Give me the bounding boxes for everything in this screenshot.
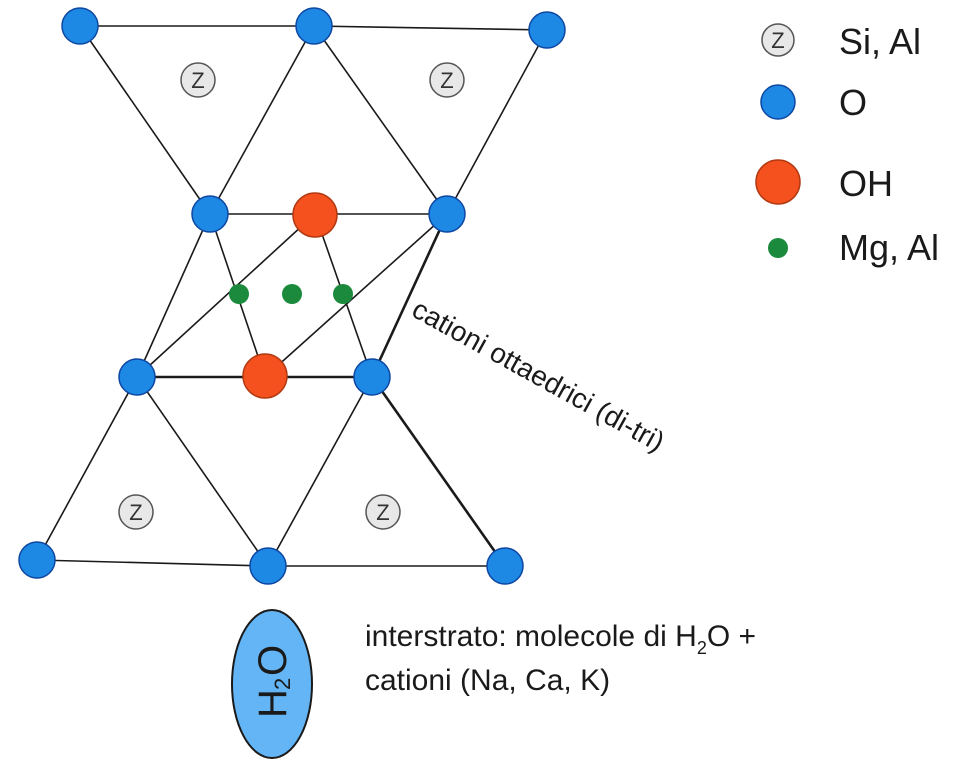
z-atom: Z: [429, 62, 465, 98]
mg-atom: [229, 284, 249, 304]
lower-tetrahedral-edges: [36, 376, 507, 567]
svg-text:Z: Z: [440, 68, 453, 93]
svg-text:Z: Z: [129, 500, 142, 525]
o-atom: [61, 7, 99, 45]
o-atom: [428, 195, 466, 233]
tetrahedral-cations: Z Z Z Z: [118, 62, 465, 530]
z-atom: Z: [180, 62, 216, 98]
mg-atom: [333, 284, 353, 304]
svg-text:O: O: [251, 645, 295, 676]
oxygen-atoms: [18, 7, 566, 585]
svg-text:interstrato: molecole di H2O +: interstrato: molecole di H2O +: [365, 620, 756, 658]
upper-tetrahedral-edges: [79, 25, 548, 215]
o-atom: [249, 547, 287, 585]
o-atom: [486, 547, 524, 585]
interlayer-line2: cationi (Na, Ca, K): [365, 664, 610, 697]
svg-text:Mg, Al: Mg, Al: [839, 227, 939, 268]
svg-text:Z: Z: [771, 28, 784, 53]
o-atom: [295, 7, 333, 45]
legend-item-o: O: [760, 82, 867, 123]
svg-text:Z: Z: [191, 68, 204, 93]
z-atom: Z: [365, 494, 401, 530]
interlayer-line1-prefix: interstrato: molecole di H: [365, 620, 697, 653]
legend-item-oh: OH: [755, 159, 893, 205]
o-atom: [118, 358, 156, 396]
z-atom: Z: [118, 494, 154, 530]
svg-text:H: H: [251, 689, 295, 718]
interlayer-line1-sub: 2: [697, 638, 707, 658]
octahedral-cations: [229, 284, 353, 304]
o-atom: [353, 358, 391, 396]
oh-atom: [242, 353, 288, 399]
svg-text:Z: Z: [376, 500, 389, 525]
legend-item-si-al: Z Si, Al: [761, 21, 921, 62]
o-atom: [18, 541, 56, 579]
svg-text:OH: OH: [839, 163, 893, 204]
interlayer-description: interstrato: molecole di H2O + cationi (…: [365, 620, 756, 697]
svg-text:2: 2: [270, 678, 295, 690]
interlayer-line1-suffix: O +: [707, 620, 756, 653]
oh-atom: [292, 192, 338, 238]
svg-text:O: O: [839, 82, 867, 123]
legend-item-mg-al: Mg, Al: [768, 227, 939, 268]
o-atom: [191, 195, 229, 233]
mg-atom: [282, 284, 302, 304]
o-atom: [528, 11, 566, 49]
octahedral-cations-label: cationi ottaedrici (di-tri): [407, 293, 670, 457]
hydroxyl-groups: [242, 192, 338, 399]
svg-text:Si, Al: Si, Al: [839, 21, 921, 62]
legend: Z Si, Al O OH Mg, Al: [755, 21, 939, 268]
water-molecule: H 2 O: [231, 609, 313, 759]
